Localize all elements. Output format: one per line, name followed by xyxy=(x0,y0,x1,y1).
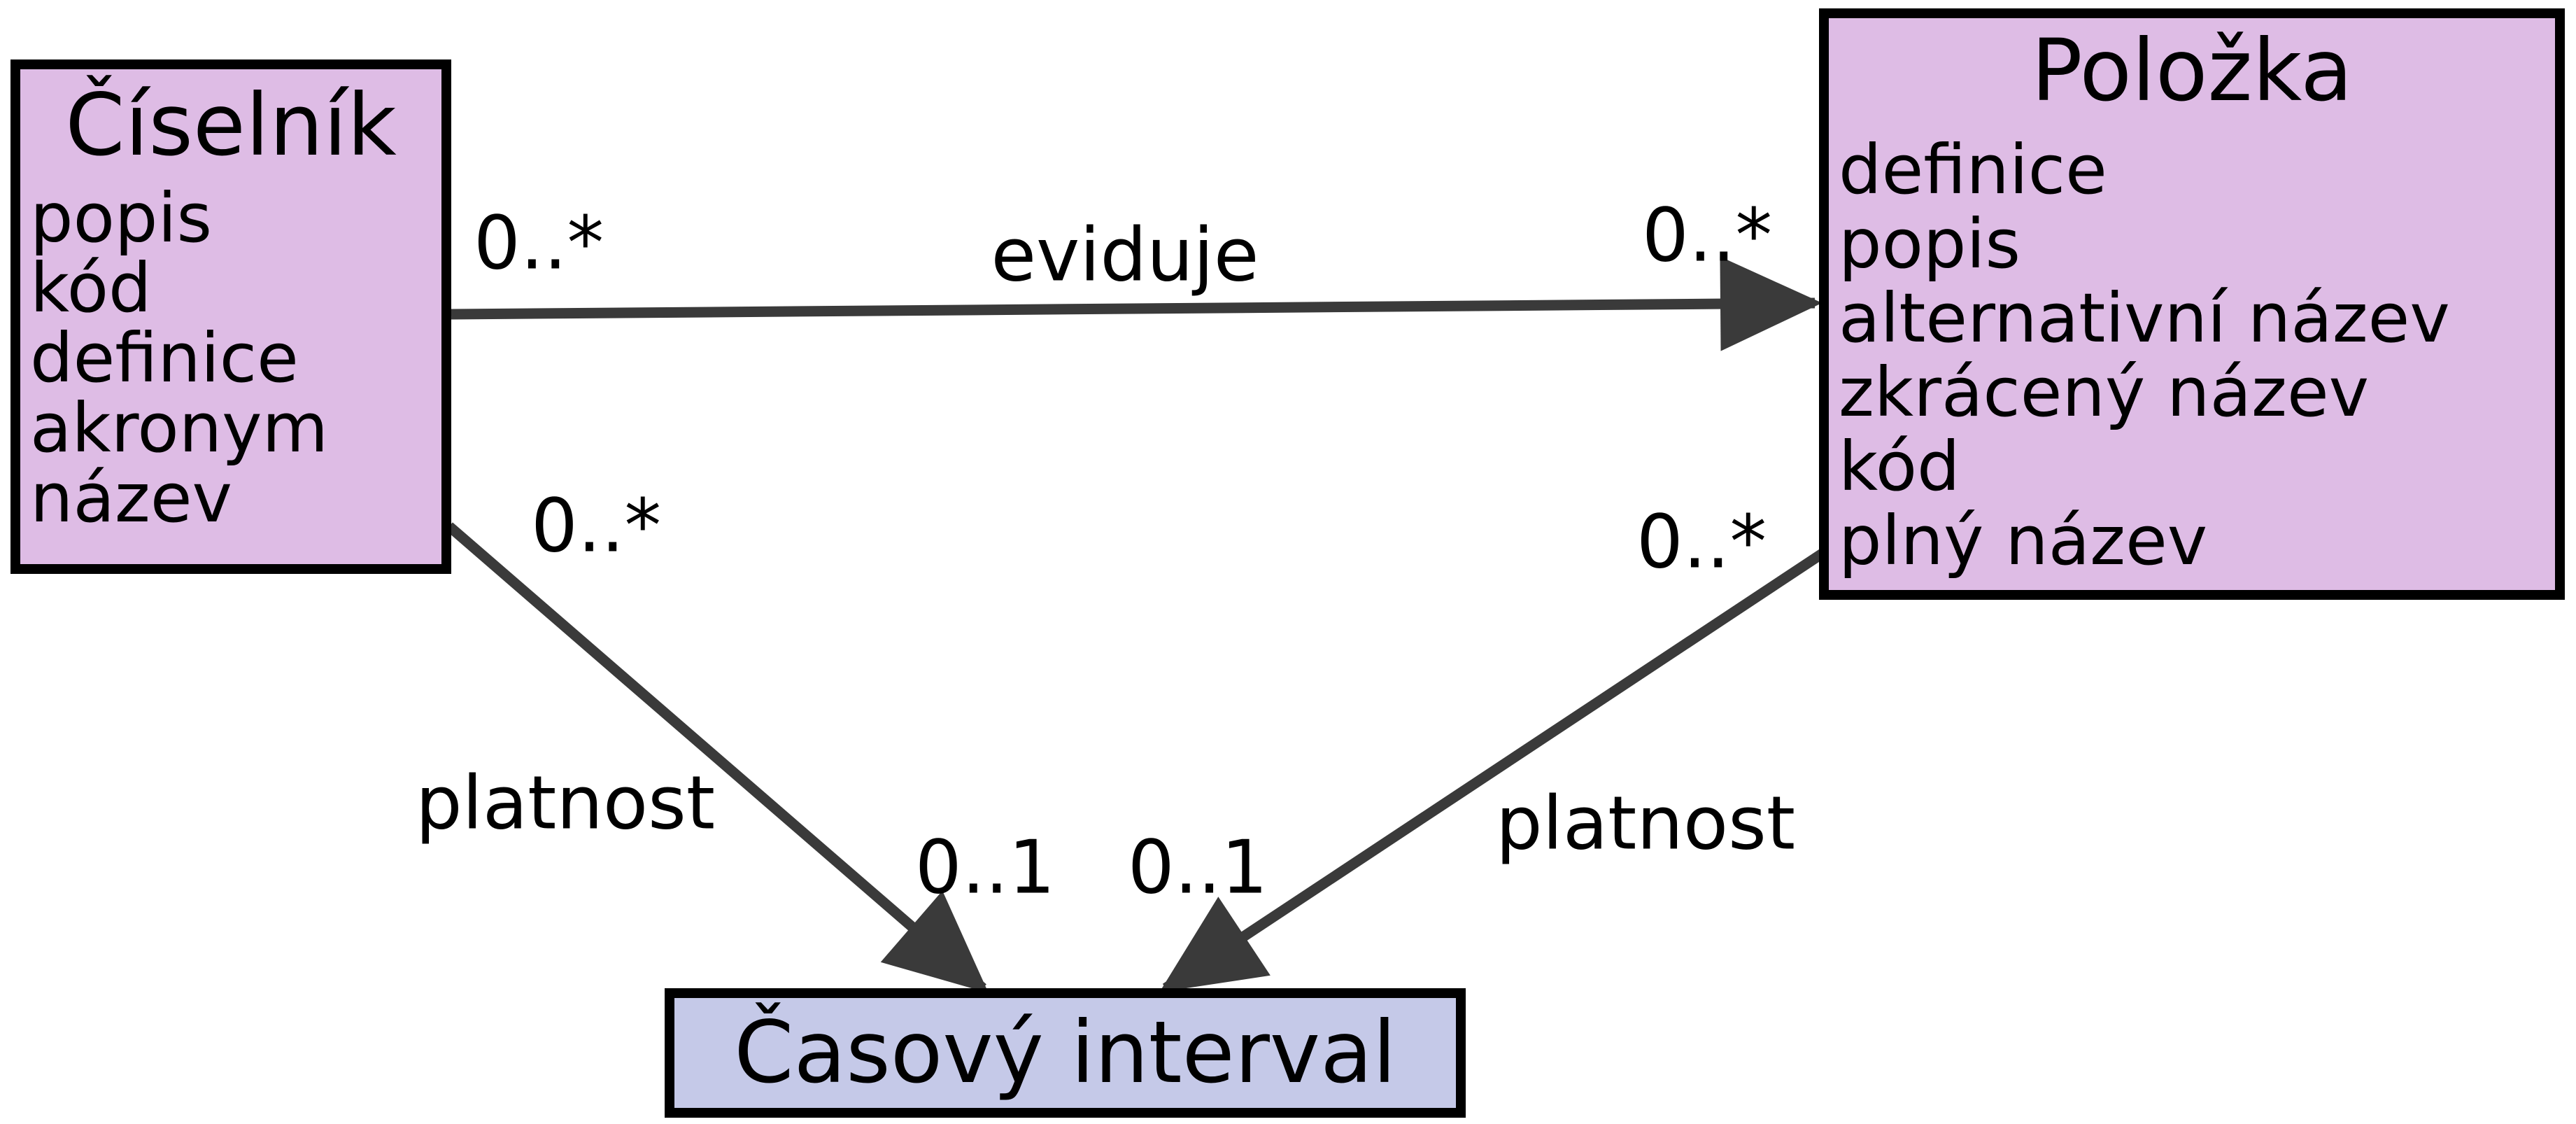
attribute: definice xyxy=(1839,130,2107,209)
attribute: akronym xyxy=(30,388,329,468)
class-node-casovy-interval: Časový interval xyxy=(665,988,1466,1118)
multiplicity-platnost-ciselnik-source: 0..* xyxy=(530,483,662,569)
attribute: popis xyxy=(1839,204,2021,283)
edge-label-eviduje: eviduje xyxy=(991,212,1259,298)
multiplicity-eviduje-source: 0..* xyxy=(473,200,604,286)
attribute: kód xyxy=(30,248,152,328)
attribute: název xyxy=(30,458,232,538)
attribute: kód xyxy=(1839,427,1960,506)
attribute-list-ciselnik: popis kód definice akronym název xyxy=(20,183,441,533)
multiplicity-platnost-polozka-source: 0..* xyxy=(1636,499,1767,585)
class-node-ciselnik: Číselník popis kód definice akronym náze… xyxy=(10,59,451,574)
attribute: definice xyxy=(30,318,299,398)
class-title-polozka: Položka xyxy=(2031,21,2353,120)
edge-label-platnost-ciselnik: platnost xyxy=(416,760,715,846)
class-node-polozka: Položka definice popis alternativní náze… xyxy=(1819,8,2565,600)
multiplicity-eviduje-target: 0..* xyxy=(1641,192,1773,279)
edge-platnost-ciselnik xyxy=(446,522,989,993)
multiplicity-platnost-polozka-target: 0..1 xyxy=(1127,824,1268,911)
edge-platnost-polozka xyxy=(1159,548,1827,993)
attribute-list-polozka: definice popis alternativní název zkráce… xyxy=(1829,133,2555,578)
class-title-casovy-interval: Časový interval xyxy=(734,1003,1396,1102)
attribute: plný název xyxy=(1839,501,2208,580)
edge-eviduje xyxy=(451,256,1823,351)
class-title-ciselnik: Číselník xyxy=(65,76,397,175)
attribute: popis xyxy=(30,178,212,258)
attribute: zkrácený název xyxy=(1839,353,2370,432)
attribute: alternativní název xyxy=(1839,279,2450,358)
edge-label-platnost-polozka: platnost xyxy=(1496,780,1795,866)
multiplicity-platnost-ciselnik-target: 0..1 xyxy=(914,824,1056,911)
